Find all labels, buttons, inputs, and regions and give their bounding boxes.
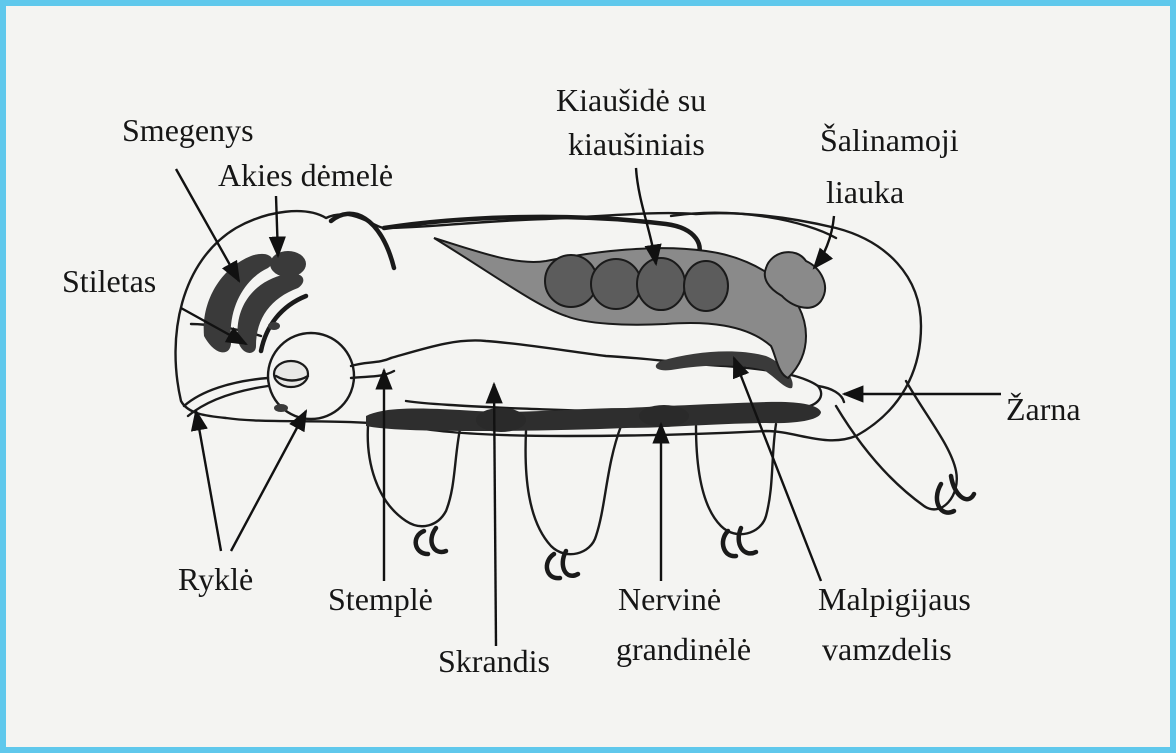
brain-lobe — [237, 273, 303, 353]
segment-fold-3 — [671, 213, 836, 238]
egg-3 — [637, 258, 685, 310]
ganglion-2 — [639, 405, 689, 427]
diagram-frame: Smegenys Akies dėmelė Stiletas Kiaušidė … — [6, 6, 1170, 747]
pointer-malpigijaus — [734, 358, 821, 581]
egg-4 — [684, 261, 728, 311]
pharynx-disc — [274, 361, 308, 387]
label-stemple: Stemplė — [328, 581, 433, 617]
label-stiletas: Stiletas — [62, 263, 156, 299]
label-kiausi-line2: kiaušiniais — [568, 126, 705, 162]
leg-3 — [696, 424, 776, 534]
label-nervine-line2: grandinėlė — [616, 631, 751, 667]
label-malpigijaus-line1: Malpigijaus — [818, 581, 971, 617]
label-akies-demele: Akies dėmelė — [218, 157, 393, 193]
pharynx-dot — [274, 404, 288, 412]
egg-2 — [591, 259, 641, 309]
oesophagus — [351, 358, 394, 378]
label-kiausi-line1: Kiaušidė su — [556, 82, 706, 118]
label-smegenys: Smegenys — [122, 112, 254, 148]
label-nervine-line1: Nervinė — [618, 581, 721, 617]
stomach-outline — [391, 340, 821, 412]
pointer-rykle-1 — [196, 411, 221, 551]
malpighian-tubule — [656, 351, 793, 388]
leg-2 — [526, 426, 621, 554]
leg-1 — [368, 424, 461, 526]
label-malpigijaus-line2: vamzdelis — [822, 631, 952, 667]
ganglion-1 — [476, 408, 526, 432]
label-rykle: Ryklė — [178, 561, 253, 597]
label-skrandis: Skrandis — [438, 643, 550, 679]
eye-dot-small — [268, 322, 280, 330]
label-salinamoji-line2: liauka — [826, 174, 904, 210]
claw-1 — [416, 528, 446, 554]
eye-spot — [270, 251, 306, 277]
pointer-lines — [176, 168, 1001, 646]
label-salinamoji-line1: Šalinamoji — [820, 122, 959, 158]
label-zarna: Žarna — [1006, 391, 1081, 427]
pointer-akies-demele — [276, 196, 278, 256]
pointer-rykle-2 — [231, 411, 306, 551]
stylet — [184, 378, 268, 416]
egg-1 — [545, 255, 597, 307]
segment-fold-1 — [331, 214, 394, 268]
